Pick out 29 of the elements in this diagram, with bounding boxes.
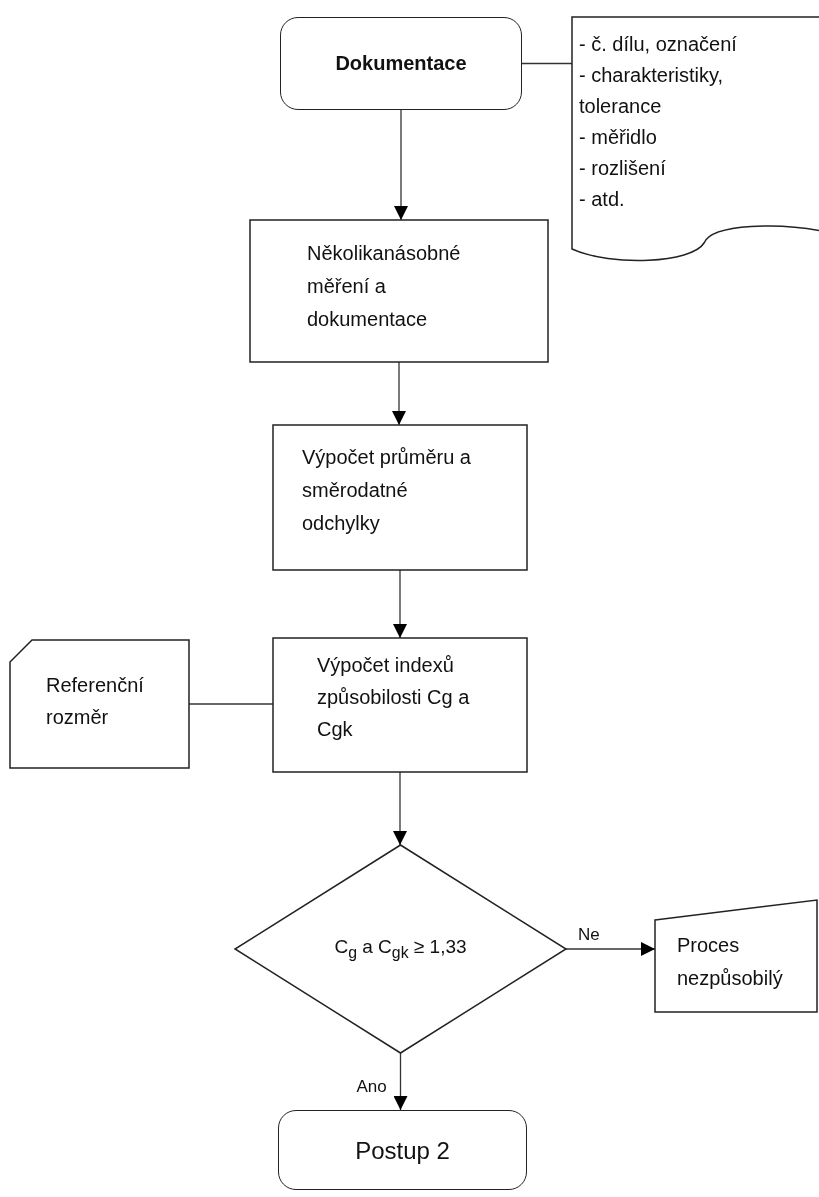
node-text: Postup 2	[354, 1136, 451, 1166]
terminal-box	[280, 17, 522, 110]
terminal-box	[278, 1110, 527, 1190]
node-text: Referenční rozměr	[46, 673, 145, 730]
arrow	[393, 569, 407, 639]
node-text: Několikanásobné měření a dokumentace	[307, 241, 462, 332]
arrow	[392, 361, 406, 426]
node-text: Dokumentace	[334, 51, 468, 76]
decision-diamond	[235, 845, 566, 1053]
arrow	[393, 1052, 408, 1111]
card-shape	[10, 640, 189, 768]
node-text: Výpočet průměru a směrodatné odchylky	[302, 445, 472, 536]
list-item: - č. dílu, označení	[579, 32, 738, 57]
connector-line	[521, 62, 573, 65]
node-text: C$_{g}$ a C$_{gk}$ ≥ 1,33	[333, 935, 468, 963]
arrow	[393, 771, 407, 846]
manual-input-shape	[655, 900, 817, 1012]
list-item: - charakteristiky, tolerance	[579, 63, 725, 119]
process-box	[250, 220, 548, 362]
arrow	[565, 942, 656, 956]
process-box	[273, 638, 527, 772]
document-shape	[572, 17, 819, 263]
arrow	[394, 109, 408, 221]
process-box	[273, 425, 527, 570]
list-item: - rozlišení	[579, 156, 667, 181]
list-item: - měřidlo	[579, 125, 658, 150]
node-text: Proces nezpůsobilý	[677, 933, 784, 991]
node-text: Výpočet indexů způsobilosti Cg a Cgk	[317, 653, 471, 742]
list-item: - atd.	[579, 187, 626, 212]
